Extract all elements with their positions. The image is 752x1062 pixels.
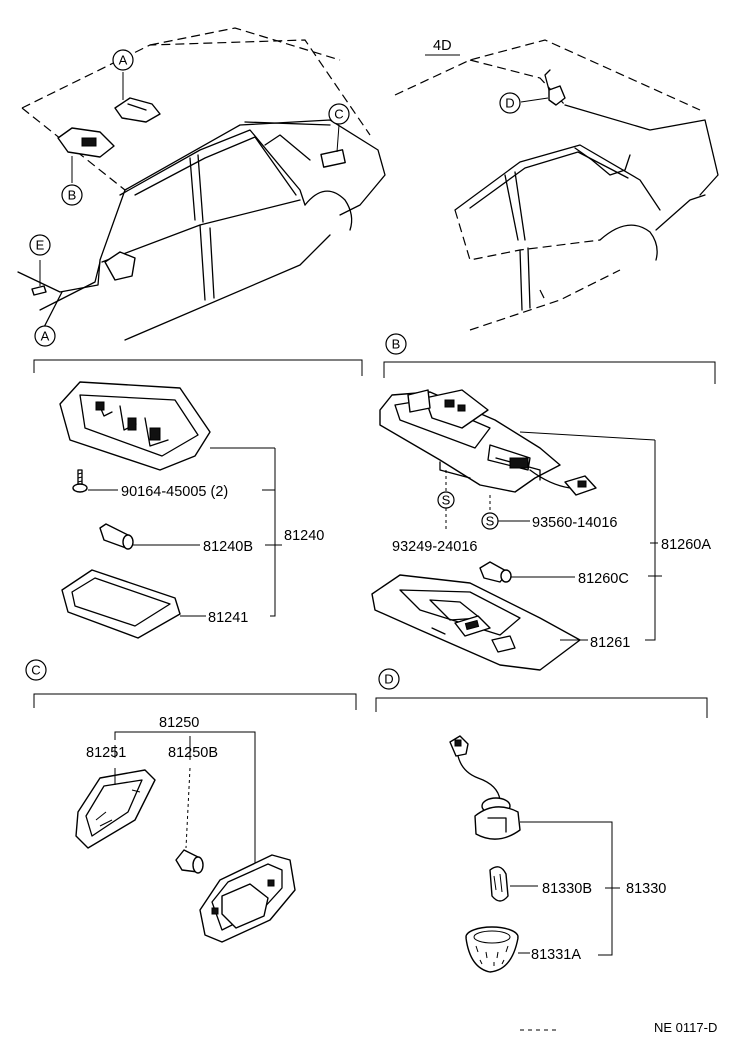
part-number-screw1: 93249-24016 <box>392 539 477 555</box>
section-key-label: A <box>41 329 50 344</box>
lens-81251 <box>75 769 156 849</box>
callout-label: A <box>119 53 128 68</box>
section-key-label: D <box>384 672 393 687</box>
fastener-symbol-label: S <box>442 493 451 508</box>
diagram-code: NE 0117-D <box>654 1020 717 1035</box>
part-number-bulb: 81330B <box>542 881 592 897</box>
part-number-screw2: 93560-14016 <box>532 515 617 531</box>
callout-e-top: E <box>29 234 51 256</box>
section-d-key: D <box>378 668 400 690</box>
part-number-screw: 90164-45005 (2) <box>121 484 228 500</box>
lens-81241 <box>61 569 181 639</box>
section-a <box>33 359 363 639</box>
section-c <box>33 693 357 943</box>
section-b-key: B <box>385 333 407 355</box>
part-number-bulb: 81250B <box>168 745 218 761</box>
callout-label: C <box>334 107 343 122</box>
part-number-lens: 81331A <box>531 947 581 963</box>
part-number-lens: 81241 <box>208 610 248 626</box>
section-d <box>375 697 708 973</box>
callout-label: D <box>505 96 514 111</box>
section-a-key: A <box>34 325 56 347</box>
part-number-socket: 81330 <box>626 881 666 897</box>
screw-icon <box>72 469 88 493</box>
bulb-icon <box>479 561 512 583</box>
callout-label: E <box>36 238 45 253</box>
part-number-lens: 81251 <box>86 745 126 761</box>
variant-label: 4D <box>433 38 452 54</box>
section-key-label: B <box>392 337 401 352</box>
callout-d-top: D <box>499 92 521 114</box>
lens-81331a <box>465 926 519 973</box>
callout-b-top: B <box>61 184 83 206</box>
part-number-assembly: 81240 <box>284 528 324 544</box>
bulb-icon <box>99 523 134 550</box>
fastener-symbol-label: S <box>486 514 495 529</box>
part-number-assembly: 81260A <box>661 537 711 553</box>
part-number-bulb: 81240B <box>203 539 253 555</box>
bulb-icon <box>175 849 204 874</box>
car-wagon-overview <box>17 27 386 341</box>
bulb-icon <box>489 866 509 902</box>
section-b <box>371 361 716 671</box>
part-number-lens: 81261 <box>590 635 630 651</box>
part-number-bulb: 81260C <box>578 571 629 587</box>
callout-c-top: C <box>328 103 350 125</box>
section-key-label: C <box>31 663 40 678</box>
section-c-key: C <box>25 659 47 681</box>
callout-a-top: A <box>112 49 134 71</box>
socket-81330 <box>474 797 521 840</box>
callout-label: B <box>68 188 77 203</box>
car-sedan-overview <box>394 39 719 331</box>
part-number-assembly: 81250 <box>159 715 199 731</box>
